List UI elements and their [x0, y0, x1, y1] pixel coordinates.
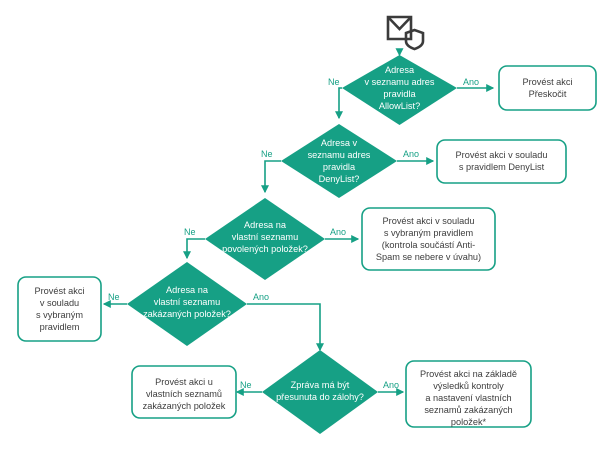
edge-label-allowlist-yes: Ano [463, 77, 479, 87]
decision-denylist-line-1: Adresa v [321, 138, 358, 148]
decision-own-blocked-line-1: Adresa na [166, 285, 209, 295]
decision-allowlist-line-2: v seznamu adres [365, 77, 435, 87]
decision-allowlist-line-1: Adresa [385, 65, 415, 75]
edge-label-own-allowed-yes: Ano [330, 227, 346, 237]
action-own-blocked-lists-box[interactable]: Provést akci u vlastních seznamů zakázan… [131, 365, 237, 419]
action-denylist-line-2: s pravidlem DenyList [459, 162, 545, 172]
edge-label-backup-yes: Ano [383, 380, 399, 390]
action-selected-rule-line-2: v souladu [40, 298, 79, 308]
connector-own-allowed-no [183, 238, 205, 260]
decision-own-allowed-line-3: povolených položek? [222, 244, 308, 254]
decision-denylist-line-2: seznamu adres [308, 150, 371, 160]
decision-backup-line-1: Zpráva má být [291, 380, 350, 390]
action-scan-result-line-1: Provést akci na základě [420, 369, 517, 379]
action-scan-result-line-2: výsledků kontroly [433, 381, 504, 391]
action-own-blocked-lists-line-1: Provést akci u [155, 377, 213, 387]
decision-allowlist[interactable]: Adresa v seznamu adres pravidla AllowLis… [342, 55, 457, 125]
decision-own-allowed-line-2: vlastní seznamu [232, 232, 298, 242]
action-selected-rule-line-3: s vybraným [36, 310, 83, 320]
action-selected-rule-line-1: Provést akci [34, 286, 84, 296]
connector-denylist-no [261, 160, 281, 194]
action-denylist-box[interactable]: Provést akci v souladu s pravidlem DenyL… [436, 139, 567, 184]
action-antispam-line-2: s vybraným pravidlem [384, 228, 474, 238]
edge-label-denylist-no: Ne [261, 149, 273, 159]
edge-label-backup-no: Ne [240, 380, 252, 390]
action-selected-rule-antispam-box[interactable]: Provést akci v souladu s vybraným pravid… [361, 207, 496, 271]
connector-own-blocked-yes [247, 303, 324, 352]
action-skip-line-2: Přeskočit [529, 89, 567, 99]
decision-allowlist-line-4: AllowList? [379, 101, 420, 111]
decision-own-allowed[interactable]: Adresa na vlastní seznamu povolených pol… [205, 198, 325, 280]
decision-allowlist-line-3: pravidla [383, 89, 416, 99]
action-selected-rule-box[interactable]: Provést akci v souladu s vybraným pravid… [17, 276, 102, 342]
action-antispam-line-4: Spam se nebere v úvahu) [376, 252, 481, 262]
action-antispam-line-3: (kontrola součástí Anti- [382, 240, 475, 250]
decision-move-to-backup[interactable]: Zpráva má být přesunuta do zálohy? [262, 350, 378, 434]
decision-own-allowed-line-1: Adresa na [244, 220, 287, 230]
decision-denylist-line-3: pravidla [323, 162, 356, 172]
edge-label-denylist-yes: Ano [403, 149, 419, 159]
action-selected-rule-line-4: pravidlem [40, 322, 80, 332]
action-skip-box[interactable]: Provést akci Přeskočit [498, 65, 597, 111]
action-scan-result-line-5: položek* [451, 417, 487, 427]
decision-own-blocked-line-2: vlastní seznamu [154, 297, 220, 307]
decision-backup-line-2: přesunuta do zálohy? [276, 392, 364, 402]
action-scan-result-box[interactable]: Provést akci na základě výsledků kontrol… [405, 360, 532, 428]
action-antispam-line-1: Provést akci v souladu [383, 216, 475, 226]
action-scan-result-line-3: a nastavení vlastních [425, 393, 511, 403]
action-denylist-line-1: Provést akci v souladu [456, 150, 548, 160]
decision-own-blocked[interactable]: Adresa na vlastní seznamu zakázaných pol… [127, 262, 247, 346]
connector-allowlist-no [335, 87, 343, 120]
edge-label-own-allowed-no: Ne [184, 227, 196, 237]
edge-label-own-blocked-yes: Ano [253, 292, 269, 302]
decision-own-blocked-line-3: zakázaných položek? [143, 309, 231, 319]
decision-denylist-line-4: DenyList? [319, 174, 360, 184]
edge-label-allowlist-no: Ne [328, 77, 340, 87]
action-skip-line-1: Provést akci [522, 77, 572, 87]
mail-shield-icon [386, 15, 425, 51]
action-scan-result-line-4: seznamů zakázaných [424, 405, 512, 415]
edge-label-own-blocked-no: Ne [108, 292, 120, 302]
action-own-blocked-lists-line-2: vlastních seznamů [146, 389, 222, 399]
action-own-blocked-lists-line-3: zakázaných položek [143, 401, 226, 411]
decision-denylist[interactable]: Adresa v seznamu adres pravidla DenyList… [281, 124, 397, 198]
